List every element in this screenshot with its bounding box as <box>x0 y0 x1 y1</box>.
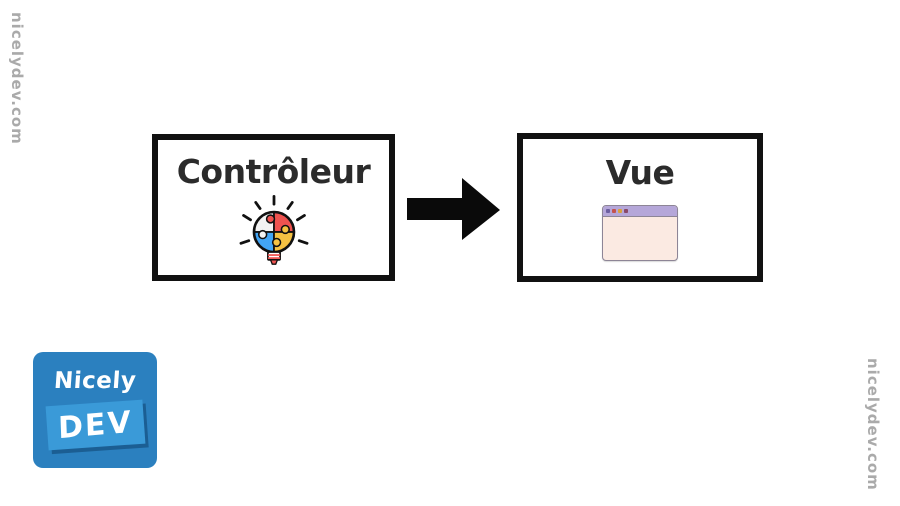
lightbulb-puzzle-icon <box>228 192 320 276</box>
window-button-icon <box>606 209 610 214</box>
view-box: Vue <box>517 133 763 282</box>
logo-banner: DEV <box>45 399 145 451</box>
watermark-left: nicelydev.com <box>8 12 26 145</box>
browser-window-titlebar <box>603 206 677 218</box>
logo-brand-bottom: DEV <box>57 404 133 446</box>
window-button-icon <box>612 209 616 214</box>
nicelydev-logo: Nicely DEV <box>33 352 157 468</box>
logo-brand-top: Nicely <box>52 368 138 394</box>
controller-box-label: Contrôleur <box>176 152 371 191</box>
controller-box: Contrôleur <box>152 134 395 281</box>
view-box-label: Vue <box>605 153 675 192</box>
window-button-icon <box>618 209 622 214</box>
arrow-right-icon <box>407 177 501 241</box>
browser-window-icon <box>602 205 678 262</box>
window-button-icon <box>624 209 628 214</box>
watermark-right: nicelydev.com <box>864 358 882 491</box>
